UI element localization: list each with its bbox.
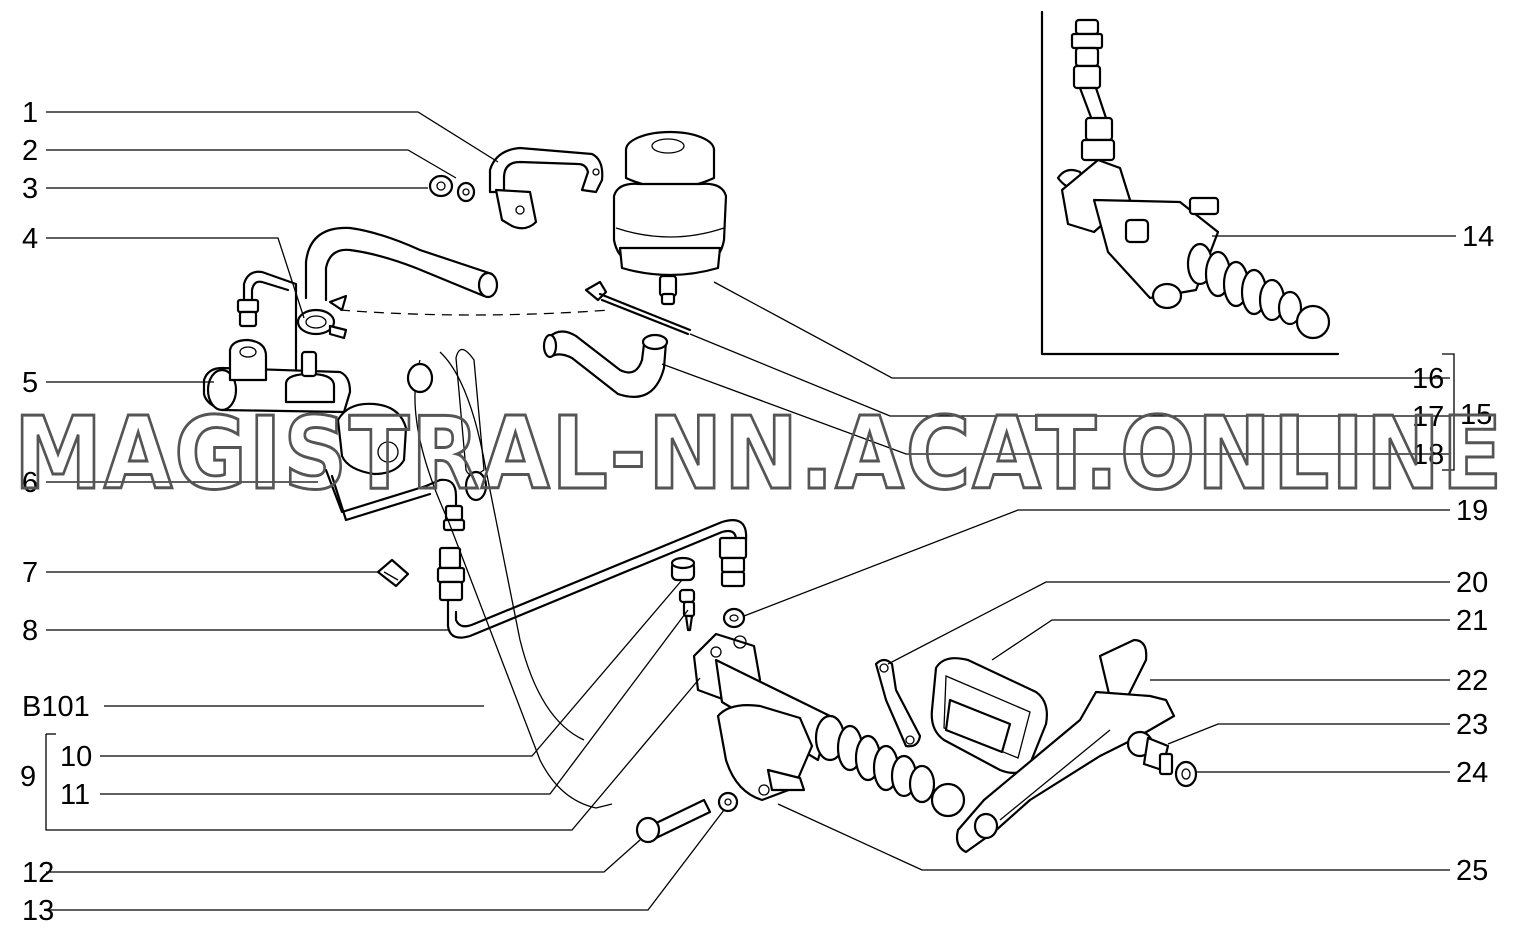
leader-12 [46, 839, 641, 873]
nut-and-washer-drawing [428, 174, 476, 203]
leader-1 [46, 111, 499, 163]
leader-bracket-15 [1442, 353, 1455, 471]
callout-12: 12 [22, 857, 54, 889]
fluid-reservoir-drawing [612, 130, 728, 306]
callout-13: 13 [22, 895, 54, 927]
pivot-stud-drawing [1126, 730, 1174, 776]
leader-23 [1167, 723, 1450, 745]
mounting-bolt-drawing [635, 798, 712, 844]
copper-washer-drawing [722, 607, 746, 629]
callout-6: 6 [22, 467, 38, 499]
leader-lines [45, 111, 1456, 911]
callout-20: 20 [1456, 567, 1488, 599]
leader-19 [743, 509, 1450, 617]
callout-18: 18 [1412, 439, 1444, 471]
reservoir-hose-drawing [304, 226, 611, 316]
leader-20 [887, 581, 1450, 665]
slave-cylinder-assembly-drawing [1056, 18, 1331, 340]
pipe-clip-drawing [376, 558, 410, 588]
slave-cylinder-drawing [692, 632, 966, 818]
callout-19: 19 [1456, 495, 1488, 527]
bleeder-cap-drawing [670, 556, 696, 582]
clutch-fork-drawing [955, 638, 1176, 854]
callout-1: 1 [22, 97, 38, 129]
callout-21: 21 [1456, 605, 1488, 637]
curved-hose-drawing [542, 330, 669, 398]
bleeder-valve-drawing [678, 588, 696, 632]
hose-clamp-drawing [296, 308, 348, 340]
inset-frame [1040, 10, 1340, 356]
fork-boot-drawing [930, 657, 1048, 775]
leader-2 [46, 149, 457, 179]
leader-18 [661, 363, 1450, 455]
watermark-text: MAGISTRAL-NN.ACAT.ONLINE [14, 395, 1504, 512]
stud-washer-drawing [1174, 760, 1198, 788]
leader-16 [713, 281, 1450, 379]
callout-labels: 1 2 3 4 5 6 7 8 B101 9 10 11 12 13 14 15… [20, 97, 1494, 927]
callout-b101: B101 [22, 691, 90, 723]
spring-washer-drawing [717, 791, 739, 813]
callout-22: 22 [1456, 665, 1488, 697]
clutch-pipe-drawing [436, 478, 748, 639]
callout-9: 9 [20, 761, 36, 793]
callout-25: 25 [1456, 855, 1488, 887]
reservoir-bracket-drawing [488, 146, 604, 230]
callout-2: 2 [22, 135, 38, 167]
leader-25 [777, 803, 1450, 871]
callout-3: 3 [22, 173, 38, 205]
leader-10 [100, 579, 683, 757]
callout-16: 16 [1412, 363, 1444, 395]
callout-14: 14 [1462, 221, 1494, 253]
callout-17: 17 [1412, 401, 1444, 433]
callout-23: 23 [1456, 709, 1488, 741]
callout-24: 24 [1456, 757, 1488, 789]
callout-8: 8 [22, 615, 38, 647]
body-panel-drawing [406, 348, 613, 809]
master-cylinder-drawing [202, 270, 442, 522]
callout-4: 4 [22, 223, 38, 255]
leader-11 [100, 609, 689, 795]
return-spring-drawing [874, 658, 922, 748]
callout-7: 7 [22, 557, 38, 589]
leader-13 [46, 809, 725, 911]
callout-10: 10 [60, 741, 92, 773]
callout-5: 5 [22, 367, 38, 399]
leader-17 [689, 333, 1450, 417]
leader-21 [991, 619, 1450, 661]
callout-15: 15 [1460, 399, 1492, 431]
leader-9 [45, 677, 701, 831]
callout-11: 11 [60, 779, 90, 811]
cable-tie-drawing [584, 280, 692, 336]
leader-4 [46, 237, 305, 319]
